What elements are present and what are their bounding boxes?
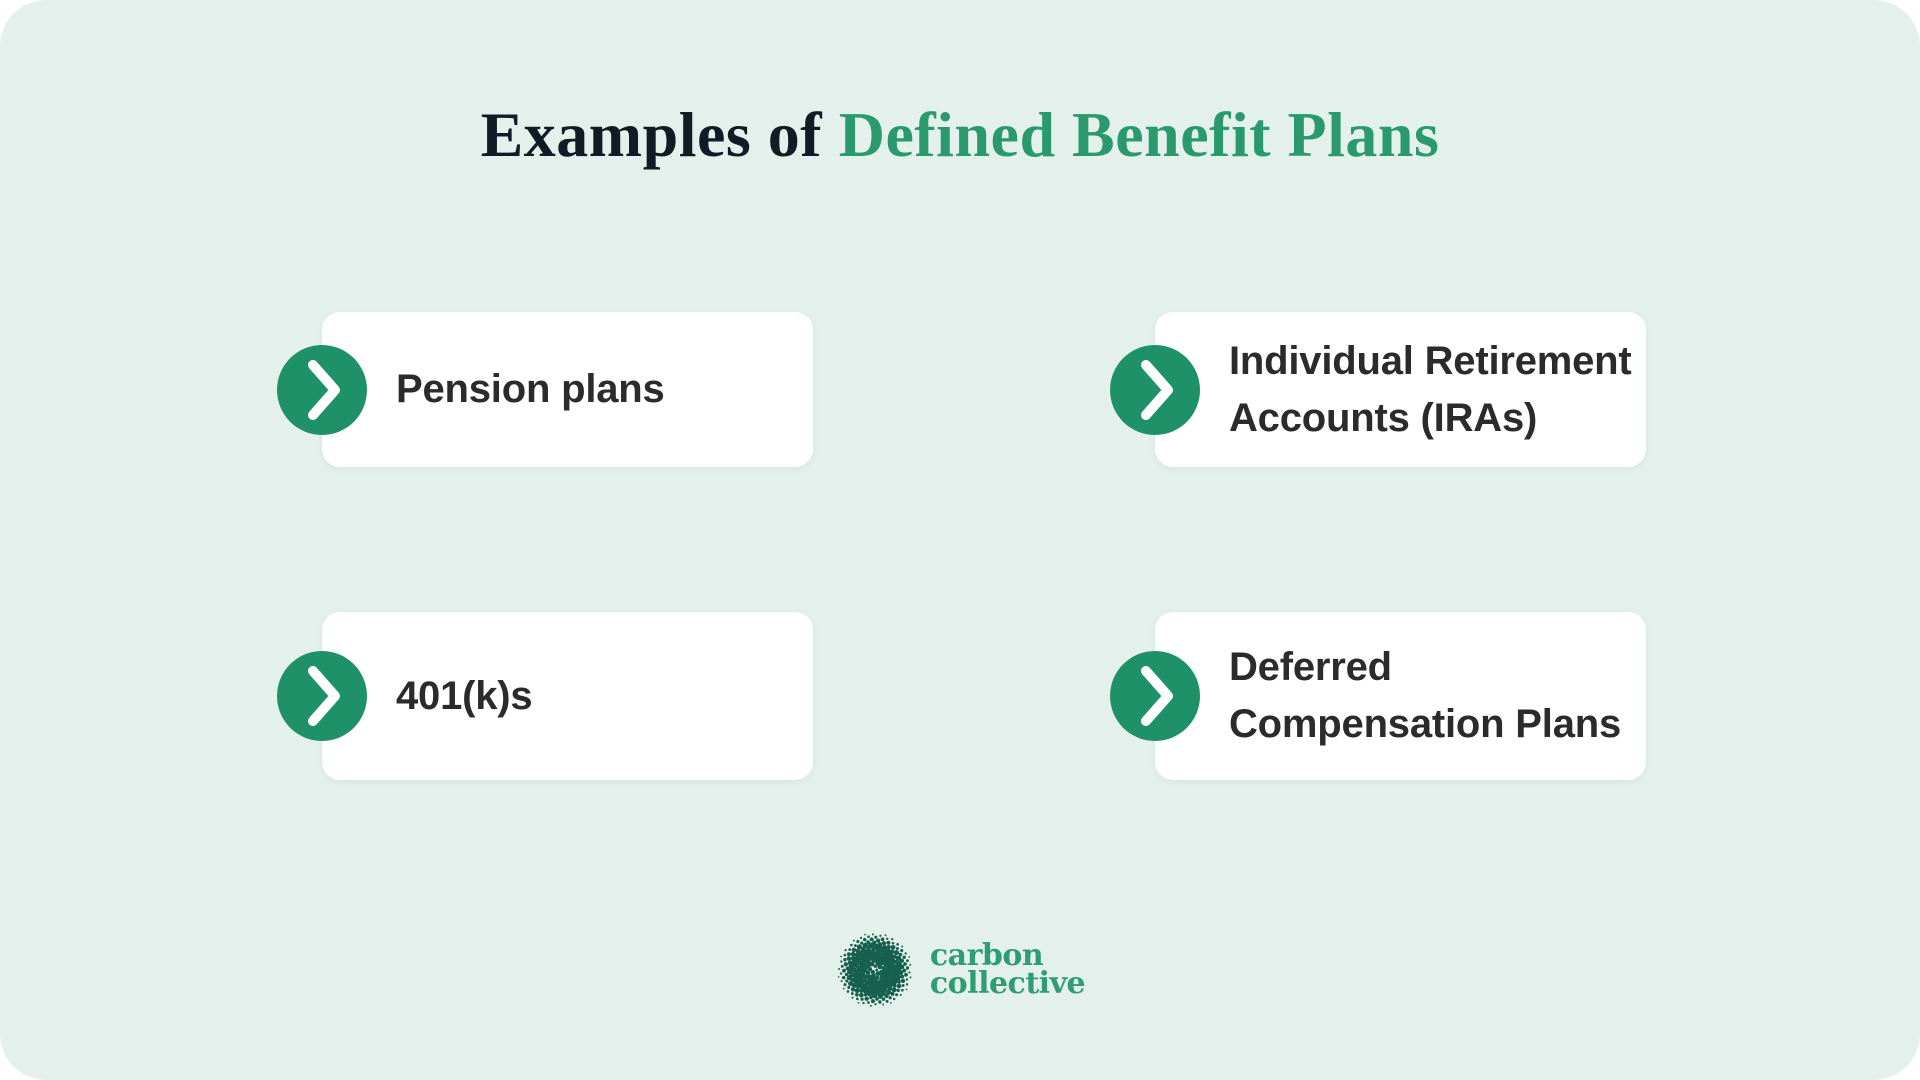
card-label: Pension plans bbox=[396, 367, 665, 412]
card-label: Deferred Compensation Plans bbox=[1229, 645, 1622, 746]
logo-wordmark: carbon collective bbox=[929, 937, 1086, 1001]
title-prefix: Examples of bbox=[480, 99, 823, 170]
card-401ks: 401(k)s bbox=[277, 612, 813, 780]
card-label: Individual Retirement Accounts (IRAs) bbox=[1229, 338, 1632, 440]
logo-wordmark-line1: carbon bbox=[929, 937, 1044, 973]
title-highlight: Defined Benefit Plans bbox=[838, 99, 1440, 170]
logo-wordmark-line2: collective bbox=[929, 966, 1086, 1001]
carbon-collective-logo: carbon collective bbox=[0, 930, 1920, 1010]
chevron-right-icon bbox=[277, 344, 367, 435]
card-deferred-compensation-plans: Deferred Compensation Plans bbox=[1110, 612, 1646, 780]
chevron-right-icon bbox=[1110, 344, 1200, 435]
card-individual-retirement-accounts: Individual Retirement Accounts (IRAs) bbox=[1110, 312, 1646, 467]
card-label: 401(k)s bbox=[396, 673, 533, 718]
chevron-right-icon bbox=[277, 651, 367, 741]
card-pension-plans: Pension plans bbox=[277, 312, 813, 467]
chevron-right-icon bbox=[1110, 651, 1200, 741]
dotted-sphere-icon bbox=[837, 933, 912, 1007]
